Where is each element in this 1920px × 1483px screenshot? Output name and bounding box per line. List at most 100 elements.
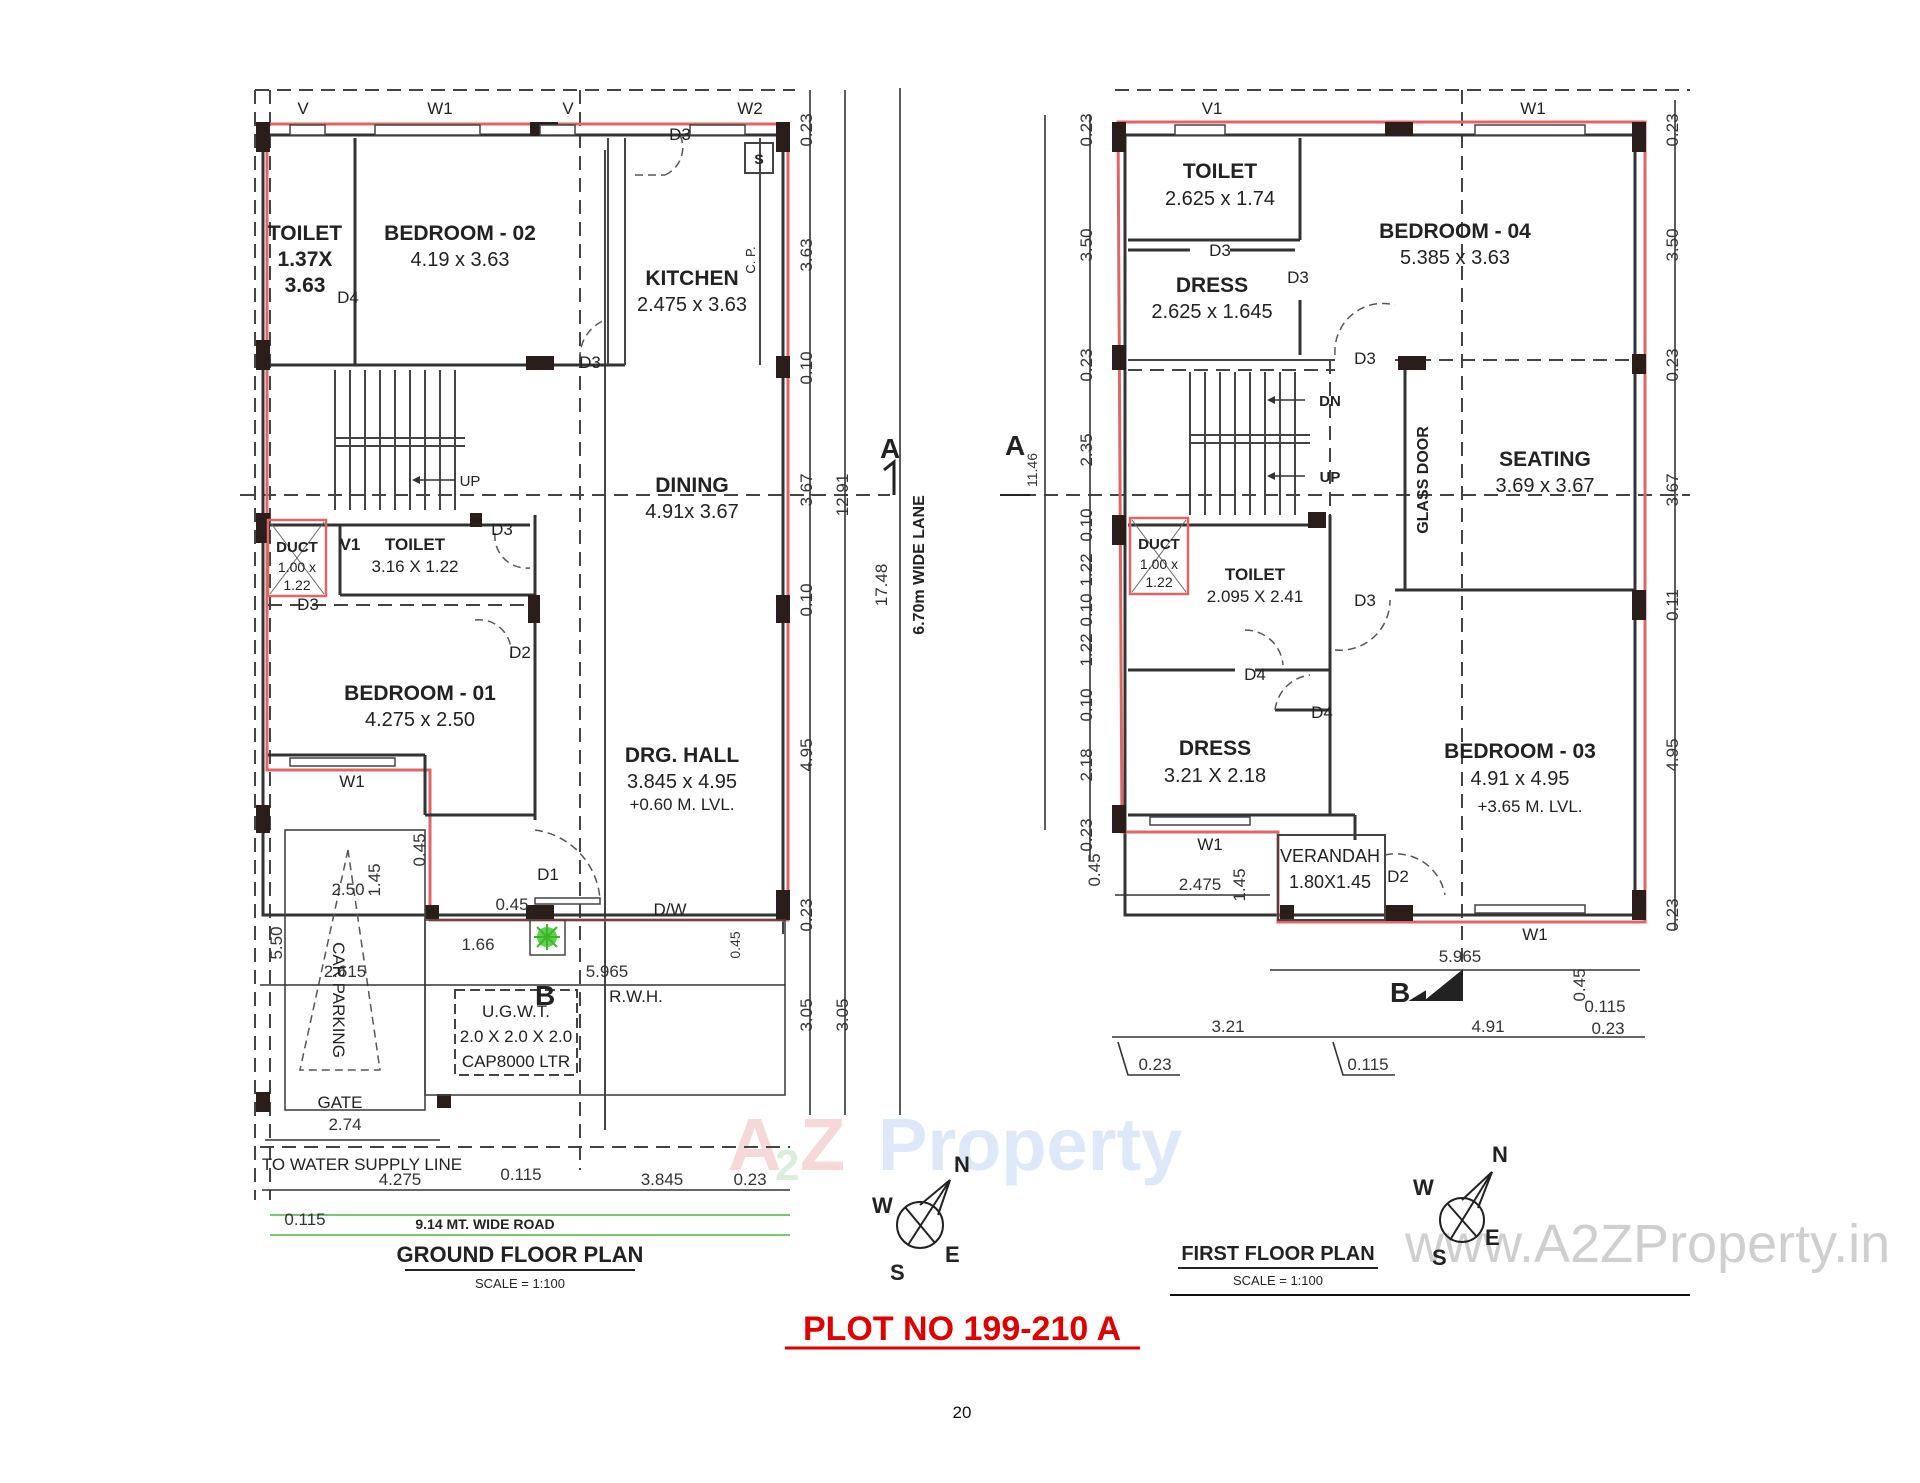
room-toilet-gf2-name: TOILET [385, 535, 446, 554]
watermark: A 2 Z Property www.A2ZProperty.in [728, 1103, 1890, 1274]
dim-ff-2475: 2.475 [1179, 875, 1222, 894]
dim-gf-overall-1: 12.91 [833, 474, 852, 517]
cp-label: C. P. [743, 246, 758, 273]
dim-ff-overall: 11.46 [1024, 453, 1040, 487]
dim-gf-r4: 0.10 [797, 583, 816, 616]
room-bedroom-03-dims: 4.91 x 4.95 [1471, 768, 1570, 790]
ground-floor-scale: SCALE = 1:100 [475, 1276, 565, 1291]
room-dress-ff1-name: DRESS [1176, 274, 1248, 297]
stairs-up-label-ff: UP [1320, 469, 1341, 486]
dim-gf-r5: 4.95 [797, 738, 816, 771]
door-d3-duct-label: D3 [297, 595, 319, 614]
dim-gf-overall-3: 3.05 [833, 998, 852, 1031]
room-bedroom-03-level: +3.65 M. LVL. [1477, 797, 1582, 816]
dim-ff-b0: 3.21 [1211, 1017, 1244, 1036]
room-verandah-dims: 1.80X1.45 [1289, 872, 1371, 892]
room-seating-name: SEATING [1499, 448, 1591, 471]
room-bedroom-04-dims: 5.385 x 3.63 [1400, 247, 1510, 269]
room-bedroom-01-name: BEDROOM - 01 [344, 682, 496, 705]
watermark-2: 2 [775, 1141, 799, 1190]
door-d4-label: D4 [337, 288, 359, 307]
door-d3-bedroom-label: D3 [579, 353, 601, 372]
dim-ff-b1: 4.91 [1471, 1017, 1504, 1036]
dim-ff-l11: 0.45 [1085, 853, 1104, 886]
staircase-ff: DN UP [1189, 372, 1341, 515]
room-dress-ff2-name: DRESS [1179, 737, 1251, 760]
dim-ff-145: 1.45 [1230, 868, 1249, 901]
door-d3-dress-ff: D3 [1287, 268, 1309, 287]
plot-number-title: PLOT NO 199-210 A [803, 1310, 1121, 1348]
stairs-up-label: UP [460, 473, 481, 490]
compass-icon: N W E S [872, 1152, 970, 1285]
room-drg-hall-level: +0.60 M. LVL. [629, 795, 734, 814]
dim-ff-0115r: 0.115 [1584, 997, 1625, 1016]
first-floor-scale: SCALE = 1:100 [1233, 1273, 1323, 1288]
window-v1-label: V1 [340, 535, 361, 554]
room-toilet-gf-dims2: 3.63 [285, 274, 326, 297]
dim-gf-b1: 0.115 [500, 1165, 541, 1184]
room-toilet-ff2-dims: 2.095 X 2.41 [1207, 587, 1303, 606]
dim-ff-l4: 0.10 [1077, 508, 1096, 541]
dim-ff-r2: 0.23 [1663, 348, 1682, 381]
duct-ff-dims2: 1.22 [1145, 574, 1172, 590]
door-d2-label: D2 [509, 643, 531, 662]
ugwt-label-3: CAP8000 LTR [462, 1052, 570, 1071]
room-seating-dims: 3.69 x 3.67 [1496, 475, 1595, 497]
dim-gf-166: 1.66 [461, 935, 494, 954]
dim-gf-145: 1.45 [365, 863, 384, 896]
section-b-marker-gf: B [535, 980, 555, 1011]
dim-gf-b0: 4.275 [379, 1170, 422, 1189]
window-w1-label: W1 [427, 99, 453, 118]
compass-e: E [945, 1242, 960, 1267]
car-parking-label: CAR PARKING [329, 942, 348, 1058]
page-number: 20 [953, 1403, 972, 1422]
door-d3-toilet-label: D3 [491, 520, 513, 539]
lane-label: 6.70m WIDE LANE [911, 495, 928, 635]
sink [744, 142, 774, 174]
room-drg-hall-name: DRG. HALL [625, 744, 739, 767]
room-toilet-ff1-dims: 2.625 x 1.74 [1165, 188, 1275, 210]
dim-gf-045a: 0.45 [410, 833, 429, 866]
first-floor-plan: DN UP TOILET 2.625 x 1.74 BEDROOM - 04 [1000, 89, 1690, 1296]
room-bedroom-01-dims: 4.275 x 2.50 [365, 709, 475, 731]
window-w2-label: W2 [737, 99, 763, 118]
dim-gf-550: 5.50 [267, 926, 286, 959]
dim-ff-l0: 0.23 [1077, 113, 1096, 146]
dim-gf-r1: 3.63 [797, 238, 816, 271]
compass2-w: W [1413, 1175, 1434, 1200]
dim-gf-b3: 0.23 [733, 1170, 766, 1189]
watermark-url: www.A2ZProperty.in [1404, 1214, 1890, 1274]
dim-gf-250: 2.50 [331, 880, 364, 899]
window-w1-bed01-label: W1 [339, 772, 365, 791]
room-toilet-gf-name: TOILET [268, 222, 342, 245]
room-kitchen-name: KITCHEN [645, 267, 738, 290]
planter-icon [529, 919, 566, 956]
dim-ff-045: 0.45 [1570, 968, 1589, 1001]
compass2-e: E [1485, 1225, 1500, 1250]
room-kitchen-dims: 2.475 x 3.63 [637, 294, 747, 316]
door-d1-label: D1 [537, 865, 559, 884]
duct-ff [1128, 516, 1190, 596]
dim-ff-l9: 2.18 [1077, 748, 1096, 781]
door-d3-bedroom-03: D3 [1354, 591, 1376, 610]
room-bedroom-04-name: BEDROOM - 04 [1379, 220, 1531, 243]
room-dress-ff1-dims: 2.625 x 1.645 [1151, 301, 1272, 323]
window-v1-ff-label: V1 [1202, 99, 1223, 118]
road-label: 9.14 MT. WIDE ROAD [415, 1216, 554, 1232]
compass2-s: S [1432, 1245, 1447, 1270]
duct-gf-dims2: 1.22 [283, 577, 310, 593]
dim-gf-b2: 3.845 [641, 1170, 684, 1189]
compass-s: S [890, 1260, 905, 1285]
watermark-z: Z [800, 1103, 845, 1186]
ground-plot-outline [262, 122, 790, 922]
door-d4-ff1: D4 [1244, 665, 1266, 684]
sink-label: S [754, 151, 763, 167]
dim-gf-r6: 0.23 [797, 898, 816, 931]
ugwt-tank [454, 989, 578, 1076]
dim-gf-bl: 0.115 [284, 1210, 325, 1229]
room-verandah-name: VERANDAH [1280, 846, 1380, 866]
dim-gf-overall-2: 17.48 [872, 564, 891, 607]
duct-gf [266, 518, 328, 598]
gate-label: GATE [317, 1093, 362, 1112]
